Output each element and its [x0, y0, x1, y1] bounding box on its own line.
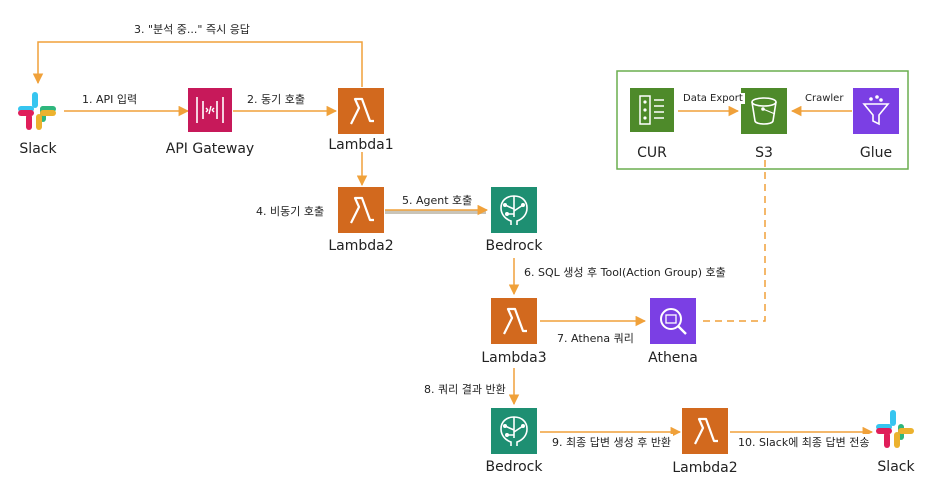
lambda2-top-label: Lambda2 [328, 238, 394, 254]
edge-label-3: 3. "분석 중..." 즉시 응답 [132, 21, 252, 37]
bedrock-top-icon [491, 187, 537, 233]
slack-left-label: Slack [19, 141, 57, 157]
glue-label: Glue [859, 145, 893, 161]
lambda1-label: Lambda1 [328, 137, 394, 153]
lambda3-label: Lambda3 [481, 350, 547, 366]
cur-label: CUR [637, 145, 667, 161]
lambda1-icon [338, 88, 384, 134]
edge-label-6: 6. SQL 생성 후 Tool(Action Group) 호출 [522, 264, 728, 280]
edge-label-2: 2. 동기 호출 [245, 91, 307, 107]
edge-label-1: 1. API 입력 [80, 91, 140, 107]
edge-label-8: 8. 쿼리 결과 반환 [422, 381, 508, 397]
api-gateway-icon [188, 88, 232, 132]
lambda2-bottom-label: Lambda2 [672, 460, 738, 476]
glue-icon [853, 88, 899, 134]
bedrock-bottom-icon [491, 408, 537, 454]
edge-label-9: 9. 최종 답변 생성 후 반환 [550, 434, 674, 450]
edge-label-7: 7. Athena 쿼리 [555, 330, 636, 346]
lambda3-icon [491, 298, 537, 344]
slack-icon [18, 92, 56, 130]
lambda2-bottom-icon [682, 408, 728, 454]
edge-s3-athena-dashed [698, 160, 766, 322]
data-pipeline-group [616, 70, 909, 170]
athena-label: Athena [648, 350, 698, 366]
api-gateway-label: API Gateway [165, 141, 255, 157]
athena-icon [650, 298, 696, 344]
s3-label: S3 [755, 145, 773, 161]
edge-label-5: 5. Agent 호출 [400, 192, 475, 208]
bedrock-bottom-label: Bedrock [485, 459, 543, 475]
edge-label-crawler: Crawler [803, 93, 846, 104]
slack-right-label: Slack [877, 459, 915, 475]
s3-bucket-icon [741, 88, 787, 134]
edge-immediate-response [32, 41, 363, 87]
edge-label-10: 10. Slack에 최종 답변 전송 [736, 434, 872, 450]
slack-right-icon [876, 410, 914, 448]
cur-icon [630, 88, 674, 132]
lambda2-top-icon [338, 187, 384, 233]
edge-label-4: 4. 비동기 호출 [254, 203, 327, 219]
edge-label-data-export: Data Export [681, 93, 745, 104]
bedrock-top-label: Bedrock [485, 238, 543, 254]
